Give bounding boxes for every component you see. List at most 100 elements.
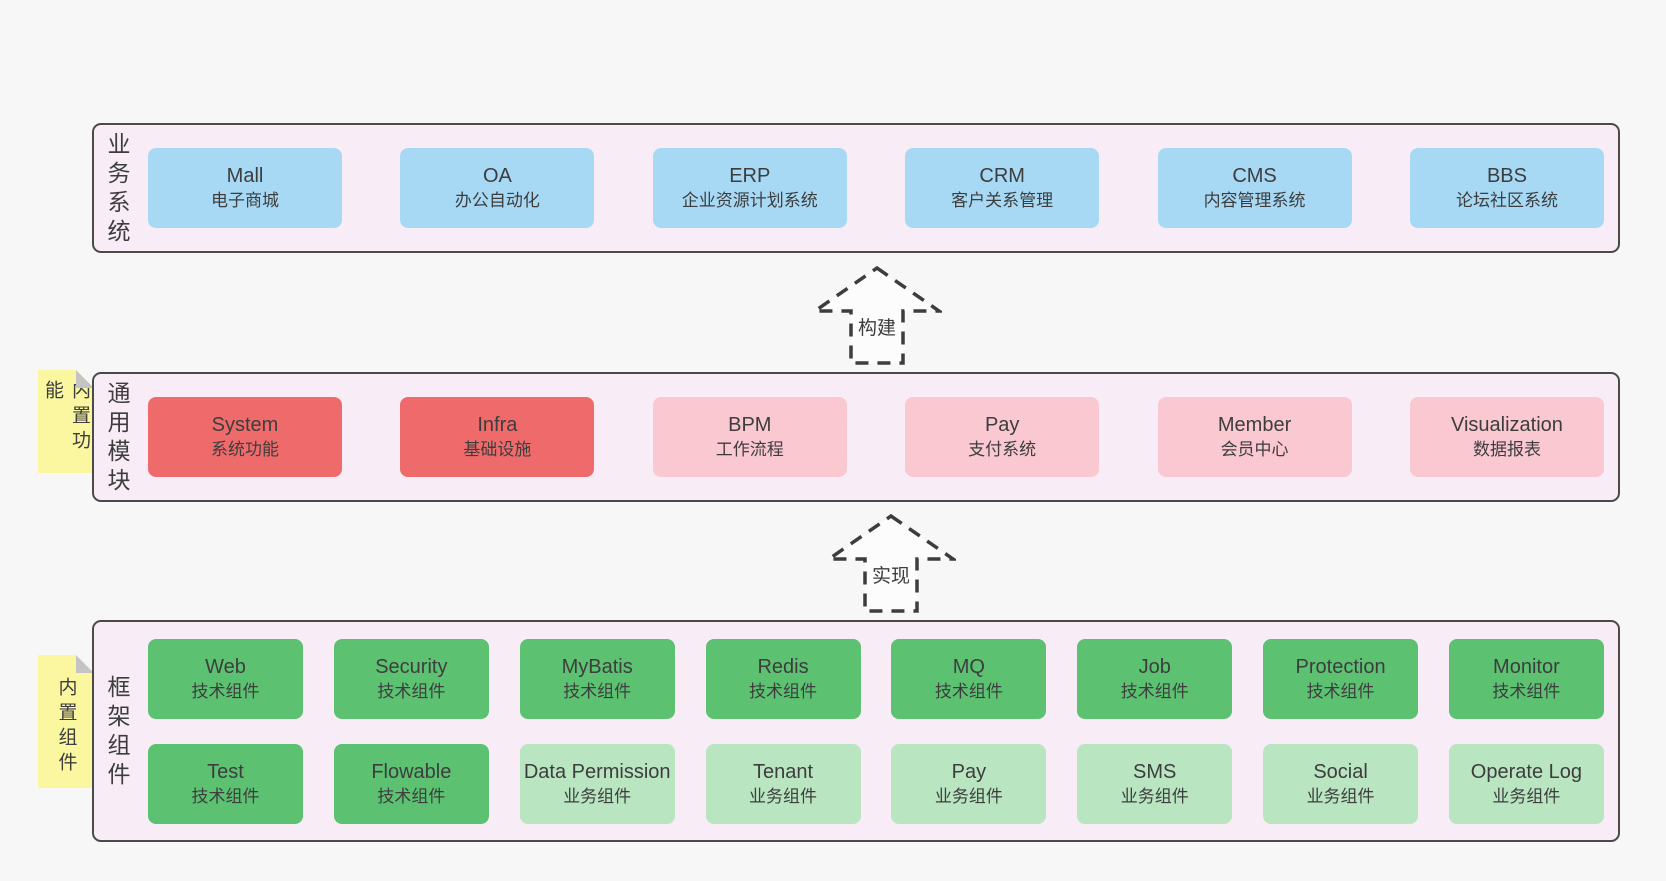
box-infra: Infra 基础设施 bbox=[400, 397, 595, 477]
box-subtitle: 技术组件 bbox=[749, 681, 818, 701]
box-visualization: Visualization 数据报表 bbox=[1409, 397, 1604, 477]
box-title: Test bbox=[207, 760, 244, 783]
common-modules-panel: 通用模块 System 系统功能 Infra 基础设施 BPM 工作流程 Pay… bbox=[92, 372, 1620, 502]
box-subtitle: 业务组件 bbox=[563, 786, 632, 806]
box-subtitle: 内容管理系统 bbox=[1203, 191, 1306, 211]
box-title: MQ bbox=[952, 655, 985, 678]
box-subtitle: 技术组件 bbox=[377, 681, 446, 701]
box-security: Security 技术组件 bbox=[333, 638, 489, 719]
box-sms: SMS 业务组件 bbox=[1077, 743, 1233, 824]
box-member: Member 会员中心 bbox=[1157, 397, 1352, 477]
box-subtitle: 论坛社区系统 bbox=[1455, 191, 1558, 211]
box-data-permission: Data Permission 业务组件 bbox=[519, 743, 675, 824]
box-title: Pay bbox=[951, 760, 987, 783]
framework-components-panel: 框架组件 Web 技术组件 Security 技术组件 MyBatis 技术组件… bbox=[92, 620, 1620, 842]
box-title: System bbox=[211, 414, 279, 437]
box-title: Mall bbox=[226, 165, 264, 188]
box-mq: MQ 技术组件 bbox=[891, 638, 1047, 719]
box-title: Monitor bbox=[1493, 655, 1560, 678]
box-title: CMS bbox=[1232, 165, 1277, 188]
box-subtitle: 业务组件 bbox=[934, 786, 1003, 806]
box-subtitle: 业务组件 bbox=[749, 786, 818, 806]
box-subtitle: 系统功能 bbox=[211, 440, 279, 460]
sticky-note-built-in-components: 内置组件 bbox=[38, 655, 94, 788]
box-subtitle: 技术组件 bbox=[1120, 681, 1189, 701]
box-title: Operate Log bbox=[1470, 760, 1582, 783]
box-mybatis: MyBatis 技术组件 bbox=[519, 638, 675, 719]
box-title: Redis bbox=[757, 655, 809, 678]
box-title: BBS bbox=[1486, 165, 1527, 188]
box-pay-component: Pay 业务组件 bbox=[891, 743, 1047, 824]
box-redis: Redis 技术组件 bbox=[705, 638, 861, 719]
box-subtitle: 业务组件 bbox=[1120, 786, 1189, 806]
box-subtitle: 技术组件 bbox=[191, 681, 260, 701]
box-title: Web bbox=[205, 655, 246, 678]
arrow-label: 构建 bbox=[855, 313, 899, 340]
build-arrow: 构建 bbox=[812, 266, 942, 366]
box-job: Job 技术组件 bbox=[1077, 638, 1233, 719]
box-title: MyBatis bbox=[561, 655, 633, 678]
modules-box-row: System 系统功能 Infra 基础设施 BPM 工作流程 Pay 支付系统… bbox=[140, 374, 1618, 500]
components-row-1: Web 技术组件 Security 技术组件 MyBatis 技术组件 Redi… bbox=[148, 638, 1604, 719]
box-erp: ERP 企业资源计划系统 bbox=[652, 148, 847, 228]
box-subtitle: 技术组件 bbox=[1306, 681, 1375, 701]
box-pay-module: Pay 支付系统 bbox=[905, 397, 1100, 477]
box-oa: OA 办公自动化 bbox=[400, 148, 595, 228]
box-title: SMS bbox=[1133, 760, 1177, 783]
box-system: System 系统功能 bbox=[148, 397, 342, 477]
components-grid: Web 技术组件 Security 技术组件 MyBatis 技术组件 Redi… bbox=[140, 622, 1618, 840]
box-bpm: BPM 工作流程 bbox=[652, 397, 847, 477]
box-title: Member bbox=[1217, 414, 1292, 437]
box-title: OA bbox=[482, 165, 512, 188]
box-subtitle: 技术组件 bbox=[191, 786, 260, 806]
box-subtitle: 办公自动化 bbox=[454, 191, 540, 211]
box-social: Social 业务组件 bbox=[1263, 743, 1419, 824]
implement-arrow: 实现 bbox=[826, 514, 956, 614]
box-subtitle: 技术组件 bbox=[934, 681, 1003, 701]
box-subtitle: 企业资源计划系统 bbox=[681, 191, 818, 211]
box-title: Security bbox=[375, 655, 448, 678]
box-flowable: Flowable 技术组件 bbox=[333, 743, 489, 824]
sticky-note-built-in-functions: 内置功能 bbox=[38, 370, 94, 473]
box-mall: Mall 电子商城 bbox=[148, 148, 342, 228]
box-title: Social bbox=[1313, 760, 1368, 783]
box-subtitle: 基础设施 bbox=[463, 440, 532, 460]
note-label: 内置功能 bbox=[42, 380, 90, 455]
box-title: CRM bbox=[979, 165, 1025, 188]
box-subtitle: 技术组件 bbox=[377, 786, 446, 806]
box-monitor: Monitor 技术组件 bbox=[1448, 638, 1604, 719]
box-title: Protection bbox=[1295, 655, 1386, 678]
business-box-row: Mall 电子商城 OA 办公自动化 ERP 企业资源计划系统 CRM 客户关系… bbox=[140, 125, 1618, 251]
box-bbs: BBS 论坛社区系统 bbox=[1409, 148, 1604, 228]
note-label: 内置组件 bbox=[55, 676, 77, 777]
components-row-2: Test 技术组件 Flowable 技术组件 Data Permission … bbox=[148, 743, 1604, 824]
box-subtitle: 会员中心 bbox=[1220, 440, 1289, 460]
box-subtitle: 技术组件 bbox=[1492, 681, 1561, 701]
box-title: Infra bbox=[477, 414, 518, 437]
box-title: Job bbox=[1138, 655, 1171, 678]
box-test: Test 技术组件 bbox=[148, 743, 303, 824]
panel-title-modules: 通用模块 bbox=[104, 381, 130, 497]
box-tenant: Tenant 业务组件 bbox=[705, 743, 861, 824]
box-crm: CRM 客户关系管理 bbox=[905, 148, 1100, 228]
box-subtitle: 数据报表 bbox=[1472, 440, 1541, 460]
box-subtitle: 客户关系管理 bbox=[951, 191, 1054, 211]
box-title: Flowable bbox=[371, 760, 452, 783]
arrow-label: 实现 bbox=[869, 561, 913, 588]
box-title: Pay bbox=[984, 414, 1020, 437]
box-web: Web 技术组件 bbox=[148, 638, 303, 719]
box-subtitle: 技术组件 bbox=[563, 681, 632, 701]
box-subtitle: 支付系统 bbox=[968, 440, 1037, 460]
panel-title-components: 框架组件 bbox=[104, 675, 130, 791]
box-subtitle: 业务组件 bbox=[1306, 786, 1375, 806]
box-title: Visualization bbox=[1450, 414, 1563, 437]
box-title: BPM bbox=[728, 414, 772, 437]
box-subtitle: 电子商城 bbox=[211, 191, 279, 211]
box-cms: CMS 内容管理系统 bbox=[1157, 148, 1352, 228]
box-protection: Protection 技术组件 bbox=[1263, 638, 1419, 719]
panel-title-business: 业务系统 bbox=[104, 132, 130, 248]
box-subtitle: 业务组件 bbox=[1492, 786, 1561, 806]
business-systems-panel: 业务系统 Mall 电子商城 OA 办公自动化 ERP 企业资源计划系统 CRM… bbox=[92, 123, 1620, 253]
box-subtitle: 工作流程 bbox=[715, 440, 784, 460]
